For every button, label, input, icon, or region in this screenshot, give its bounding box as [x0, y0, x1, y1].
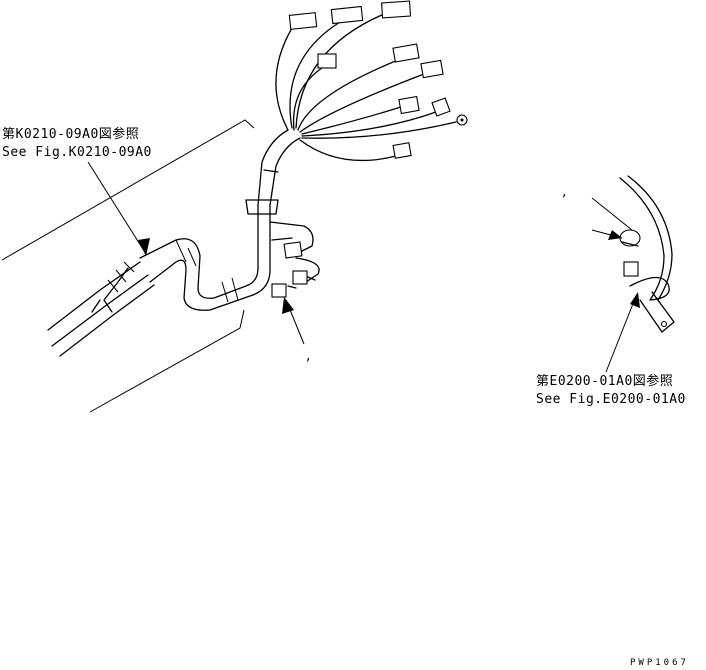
- connectors: [288, 0, 468, 159]
- callout-k0210-en: See Fig.K0210-09A0: [2, 145, 152, 160]
- ground-detail: [591, 175, 675, 373]
- left-harness-bundle: [47, 261, 155, 357]
- drawing-code: PWP1067: [630, 658, 689, 668]
- fan-out-wires: [275, 13, 457, 162]
- tick-mark-right: ,: [562, 184, 567, 200]
- main-trunk: [257, 129, 301, 206]
- side-branch: [269, 221, 320, 298]
- tick-mark-mid: ,: [306, 348, 311, 364]
- callout-e0200-jp: 第E0200-01A0図参照: [536, 374, 674, 389]
- callout-k0210-jp: 第K0210-09A0図参照: [2, 127, 140, 142]
- reference-lines: [1, 119, 255, 413]
- callout-e0200-en: See Fig.E0200-01A0: [536, 392, 686, 407]
- callout-arrows: [87, 161, 305, 345]
- protective-tube: [139, 199, 279, 311]
